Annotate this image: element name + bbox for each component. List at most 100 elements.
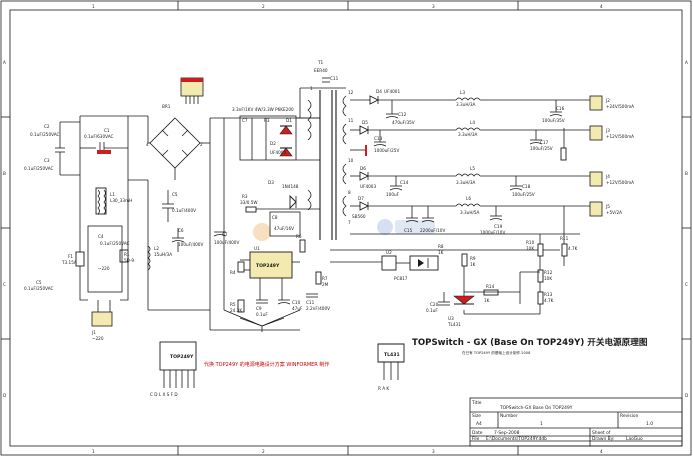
row-d-left: D [3,393,6,398]
j4-label: +12V/500mA [606,180,634,185]
tb-sheet-label: Sheet of [592,430,611,436]
r12-value: 10K [544,276,552,281]
main-title: TOPSwitch - GX (Base On TOP249Y) 开关电源原理图 [412,336,648,348]
d5-ref: D5 [362,120,368,125]
row-c-left: C [3,282,6,287]
c20-value: 0.1uF [426,308,438,313]
col-3-top: 3 [432,4,435,9]
u3-ref: U3 [448,316,454,321]
row-d-right: D [685,393,688,398]
r6-ref: R6 [296,234,302,239]
watermark-logo-icon-2 [377,219,393,235]
r12-resistor [537,269,544,283]
row-a-left: A [3,60,6,65]
c-clamp-ref: C7 [242,118,248,123]
l1-choke [95,187,107,215]
r10-value: 10K [526,246,534,251]
bias-winding: R3 33/0.5W D3 1N4148 C8 47uF/16V [240,180,320,237]
r13-value: 4.7K [544,298,554,303]
d7-diode [359,201,370,211]
tb-file-value: E:\Documents\TOP249Y.ddb [486,436,547,442]
c6-ref: C6 [178,228,184,233]
tb-title-value: TOPSwitch-GX Base On TOP249Y [499,405,573,411]
u3-package-pins: R A K [378,386,389,391]
rt-ref: R1 [124,252,130,257]
line-filter-box [87,225,123,293]
l5-ref: L5 [470,166,475,171]
clamp-box [239,115,297,161]
d4-value: UF4001 [384,89,400,94]
d3-diode [289,194,297,210]
row-c-right: C [685,282,688,287]
c12-ref: C12 [398,112,407,117]
c13-ref: C13 [374,136,383,141]
j5-ref: J5 [605,204,610,209]
t1-value: EER40 [314,68,328,73]
title-block: Title TOPSwitch-GX Base On TOP249Y Size … [469,397,683,447]
r6-resistor [299,239,306,253]
u3-tl431-icon [453,295,475,305]
col-2-top: 2 [262,4,265,9]
u2-box-left [381,255,397,271]
tb-drawn-label: Drawn By: [592,436,614,442]
c11-value: 2.2nF/400V [306,306,330,311]
c6-value: 100uF/400V [178,242,203,247]
d3-value: 1N4148 [282,184,299,189]
j3-ref: J3 [605,128,610,133]
tb-number-label: Number [500,413,518,419]
secondary-outputs: D4 UF4001 L3 3.3uH/3A C12 470uF/35V C16 … [350,89,590,235]
ac-input-connector [91,311,113,327]
c20-ref: C20 [430,302,439,307]
tb-date-value: 7-Sep-2008 [494,430,520,436]
c12-value: 470uF/35V [392,120,415,125]
cy-ref: C11 [330,76,339,81]
r5-resistor [237,299,245,313]
l6-ref: L6 [466,196,471,201]
d4-ref: D4 [376,89,382,94]
col-3-bottom: 3 [432,449,435,454]
c2-ref: C2 [44,124,50,129]
c14-value: 100uF [386,192,400,197]
svg-text:7: 7 [348,220,351,225]
r8-ref: R8 [438,244,444,249]
col-4-top: 4 [600,4,603,9]
j4-connector [589,171,603,187]
primary-clamp: 3.3nF/1KV 4W/3.3W P6KE200 C7 R3 D1 D2 UF… [232,107,320,161]
tb-size-label: Size [472,413,481,419]
t1-ref: T1 [317,60,324,65]
watermark: 电子 [252,219,435,241]
col-4-bottom: 4 [600,449,603,454]
tb-number-value: 1 [540,421,543,427]
sw-label: ~220 [98,266,110,271]
j3-label: +12V/500mA [606,134,634,139]
r3-resistor [245,206,257,213]
u1-package-body [159,341,197,371]
l5-value: 3.3uH/3A [456,180,476,185]
svg-text:1: 1 [310,86,313,91]
l3-ref: L3 [460,90,465,95]
r11-resistor [561,243,568,257]
row-b-left: B [3,171,6,176]
tb-file-label: File [472,436,480,442]
j5-label: +5V/2A [606,210,622,215]
row-markers: A B C D A B C D [1,60,691,398]
rt-thermistor [119,249,129,263]
c9-value: 0.1uF [256,312,268,317]
r-clamp-ref: R3 [264,118,270,123]
r9-ref: R9 [470,256,476,261]
svg-text:10: 10 [348,158,354,163]
c1-value: 0.1uF/630VAC [84,134,114,139]
u2-ref: U2 [386,250,392,255]
u3-package-label: TL431 [384,352,400,358]
l1-ref: L1 [110,192,115,197]
l4-value: 3.3uH/3A [458,132,478,137]
r7-value: 2M [322,282,329,287]
r8-resistor [461,253,468,267]
snubber-values: 3.3nF/1KV 4W/3.3W P6KE200 [232,107,294,112]
r9-value: 1K [470,262,476,267]
tb-size-value: A4 [476,421,482,427]
j5-connector [589,201,603,217]
c5-value: 0.1uF/400V [172,208,196,213]
d1-ref: D1 [286,118,292,123]
u2-led-icon [418,259,424,267]
